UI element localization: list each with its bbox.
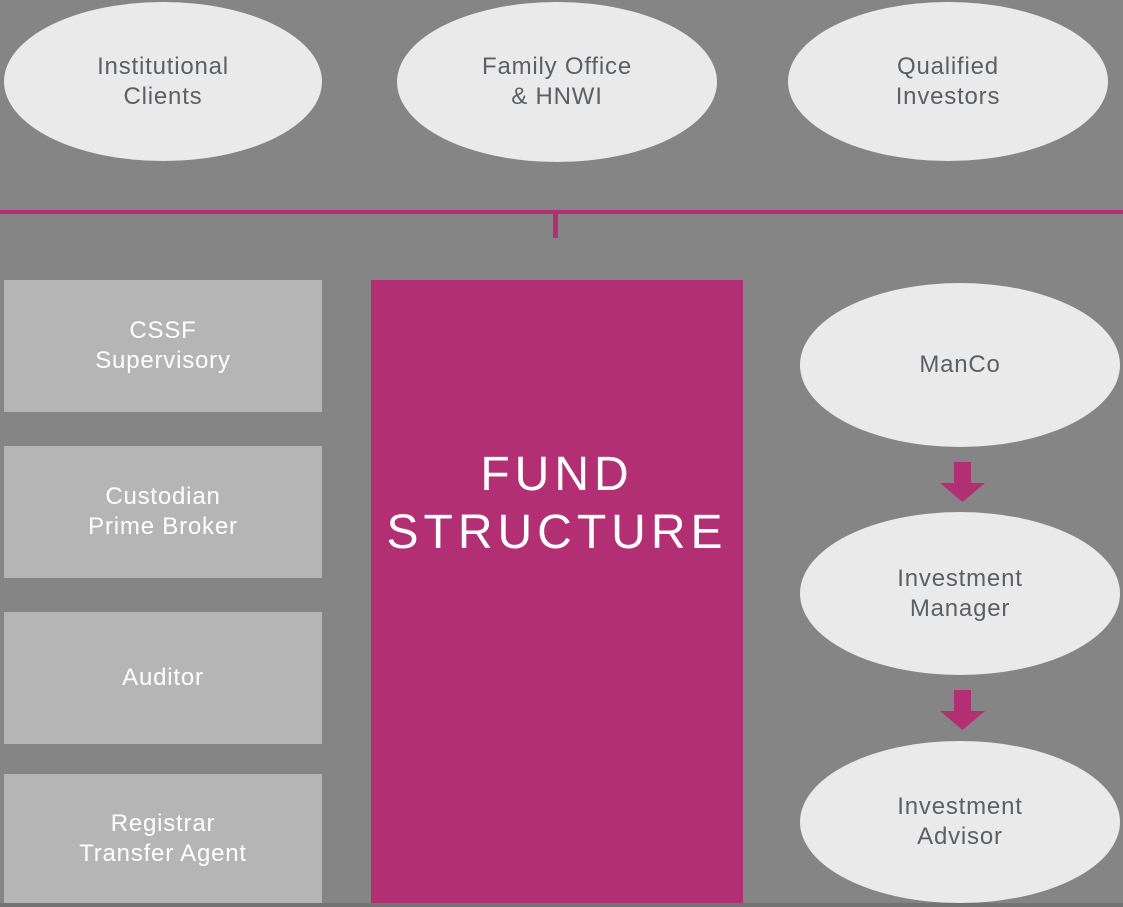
bottom-edge-strip (0, 903, 1123, 907)
box-auditor: Auditor (4, 612, 322, 744)
investment-manager-label: Investment Manager (897, 564, 1022, 624)
connector-center-tick (553, 214, 558, 238)
ellipse-family-office-hnwi: Family Office & HNWI (397, 2, 717, 162)
label-line: Family Office (482, 53, 632, 80)
manco-label: ManCo (919, 350, 1000, 380)
investment-advisor-label: Investment Advisor (897, 792, 1022, 852)
label-line: STRUCTURE (386, 506, 728, 559)
qualified-investors-label: Qualified Investors (896, 52, 1001, 112)
label-line: Manager (909, 594, 1011, 622)
ellipse-investment-advisor: Investment Advisor (800, 741, 1120, 903)
label-line: Advisor (917, 823, 1003, 850)
label-line: Transfer Agent (79, 839, 247, 867)
fund-structure-title: FUND STRUCTURE (371, 446, 743, 562)
label-line: & HNWI (511, 83, 603, 110)
label-line: Qualified (897, 52, 999, 80)
family-office-hnwi-label: Family Office & HNWI (482, 52, 632, 112)
institutional-clients-label: Institutional Clients (97, 52, 229, 112)
label-line: Investment (897, 564, 1023, 592)
label-line: ManCo (919, 351, 1001, 378)
ellipse-qualified-investors: Qualified Investors (788, 2, 1108, 161)
label-line: Auditor (122, 664, 204, 691)
fund-structure-box: FUND STRUCTURE (371, 280, 743, 903)
box-cssf-supervisory: CSSF Supervisory (4, 280, 322, 412)
label-line: Investors (895, 82, 1001, 110)
registrar-transfer-agent-label: Registrar Transfer Agent (79, 809, 247, 869)
label-line: Institutional (97, 52, 229, 80)
auditor-label: Auditor (122, 663, 204, 693)
box-custodian-prime-broker: Custodian Prime Broker (4, 446, 322, 578)
label-line: Clients (123, 82, 203, 110)
arrow-down-icon (940, 462, 985, 502)
arrow-down-icon (940, 690, 985, 730)
custodian-prime-broker-label: Custodian Prime Broker (88, 482, 238, 542)
label-line: FUND (480, 448, 634, 501)
label-line: Investment (897, 793, 1023, 820)
cssf-supervisory-label: CSSF Supervisory (95, 316, 231, 376)
ellipse-investment-manager: Investment Manager (800, 512, 1120, 675)
ellipse-manco: ManCo (800, 283, 1120, 447)
label-line: Custodian (105, 483, 221, 510)
label-line: Supervisory (95, 347, 231, 374)
connector-horizontal-line (0, 210, 1123, 214)
label-line: Prime Broker (88, 513, 238, 540)
label-line: Registrar (110, 809, 216, 837)
label-line: CSSF (129, 317, 197, 344)
box-registrar-transfer-agent: Registrar Transfer Agent (4, 774, 322, 903)
ellipse-institutional-clients: Institutional Clients (4, 2, 322, 161)
